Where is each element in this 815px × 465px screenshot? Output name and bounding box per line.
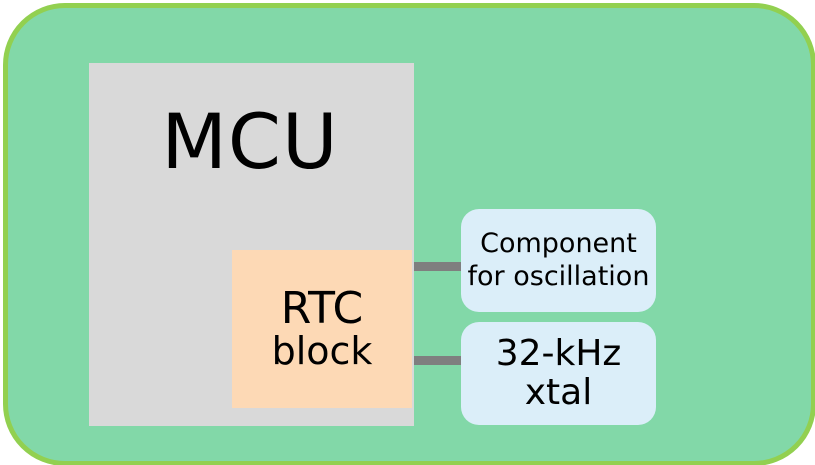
oscillation-component-block: Component for oscillation — [461, 209, 656, 312]
crystal-block: 32-kHz xtal — [461, 322, 656, 425]
crystal-label-line2: xtal — [524, 371, 593, 413]
rtc-block: RTC block — [232, 250, 412, 408]
connector-crystal — [414, 356, 462, 365]
rtc-block-label-line1: RTC — [280, 282, 364, 334]
rtc-block-label-line2: block — [271, 329, 373, 374]
oscillation-component-label-line2: for oscillation — [467, 260, 650, 292]
crystal-label-line1: 32-kHz — [495, 332, 622, 374]
connector-oscillation-component — [414, 262, 462, 271]
mcu-label: MCU — [161, 97, 339, 186]
oscillation-component-label-line1: Component — [480, 228, 637, 260]
